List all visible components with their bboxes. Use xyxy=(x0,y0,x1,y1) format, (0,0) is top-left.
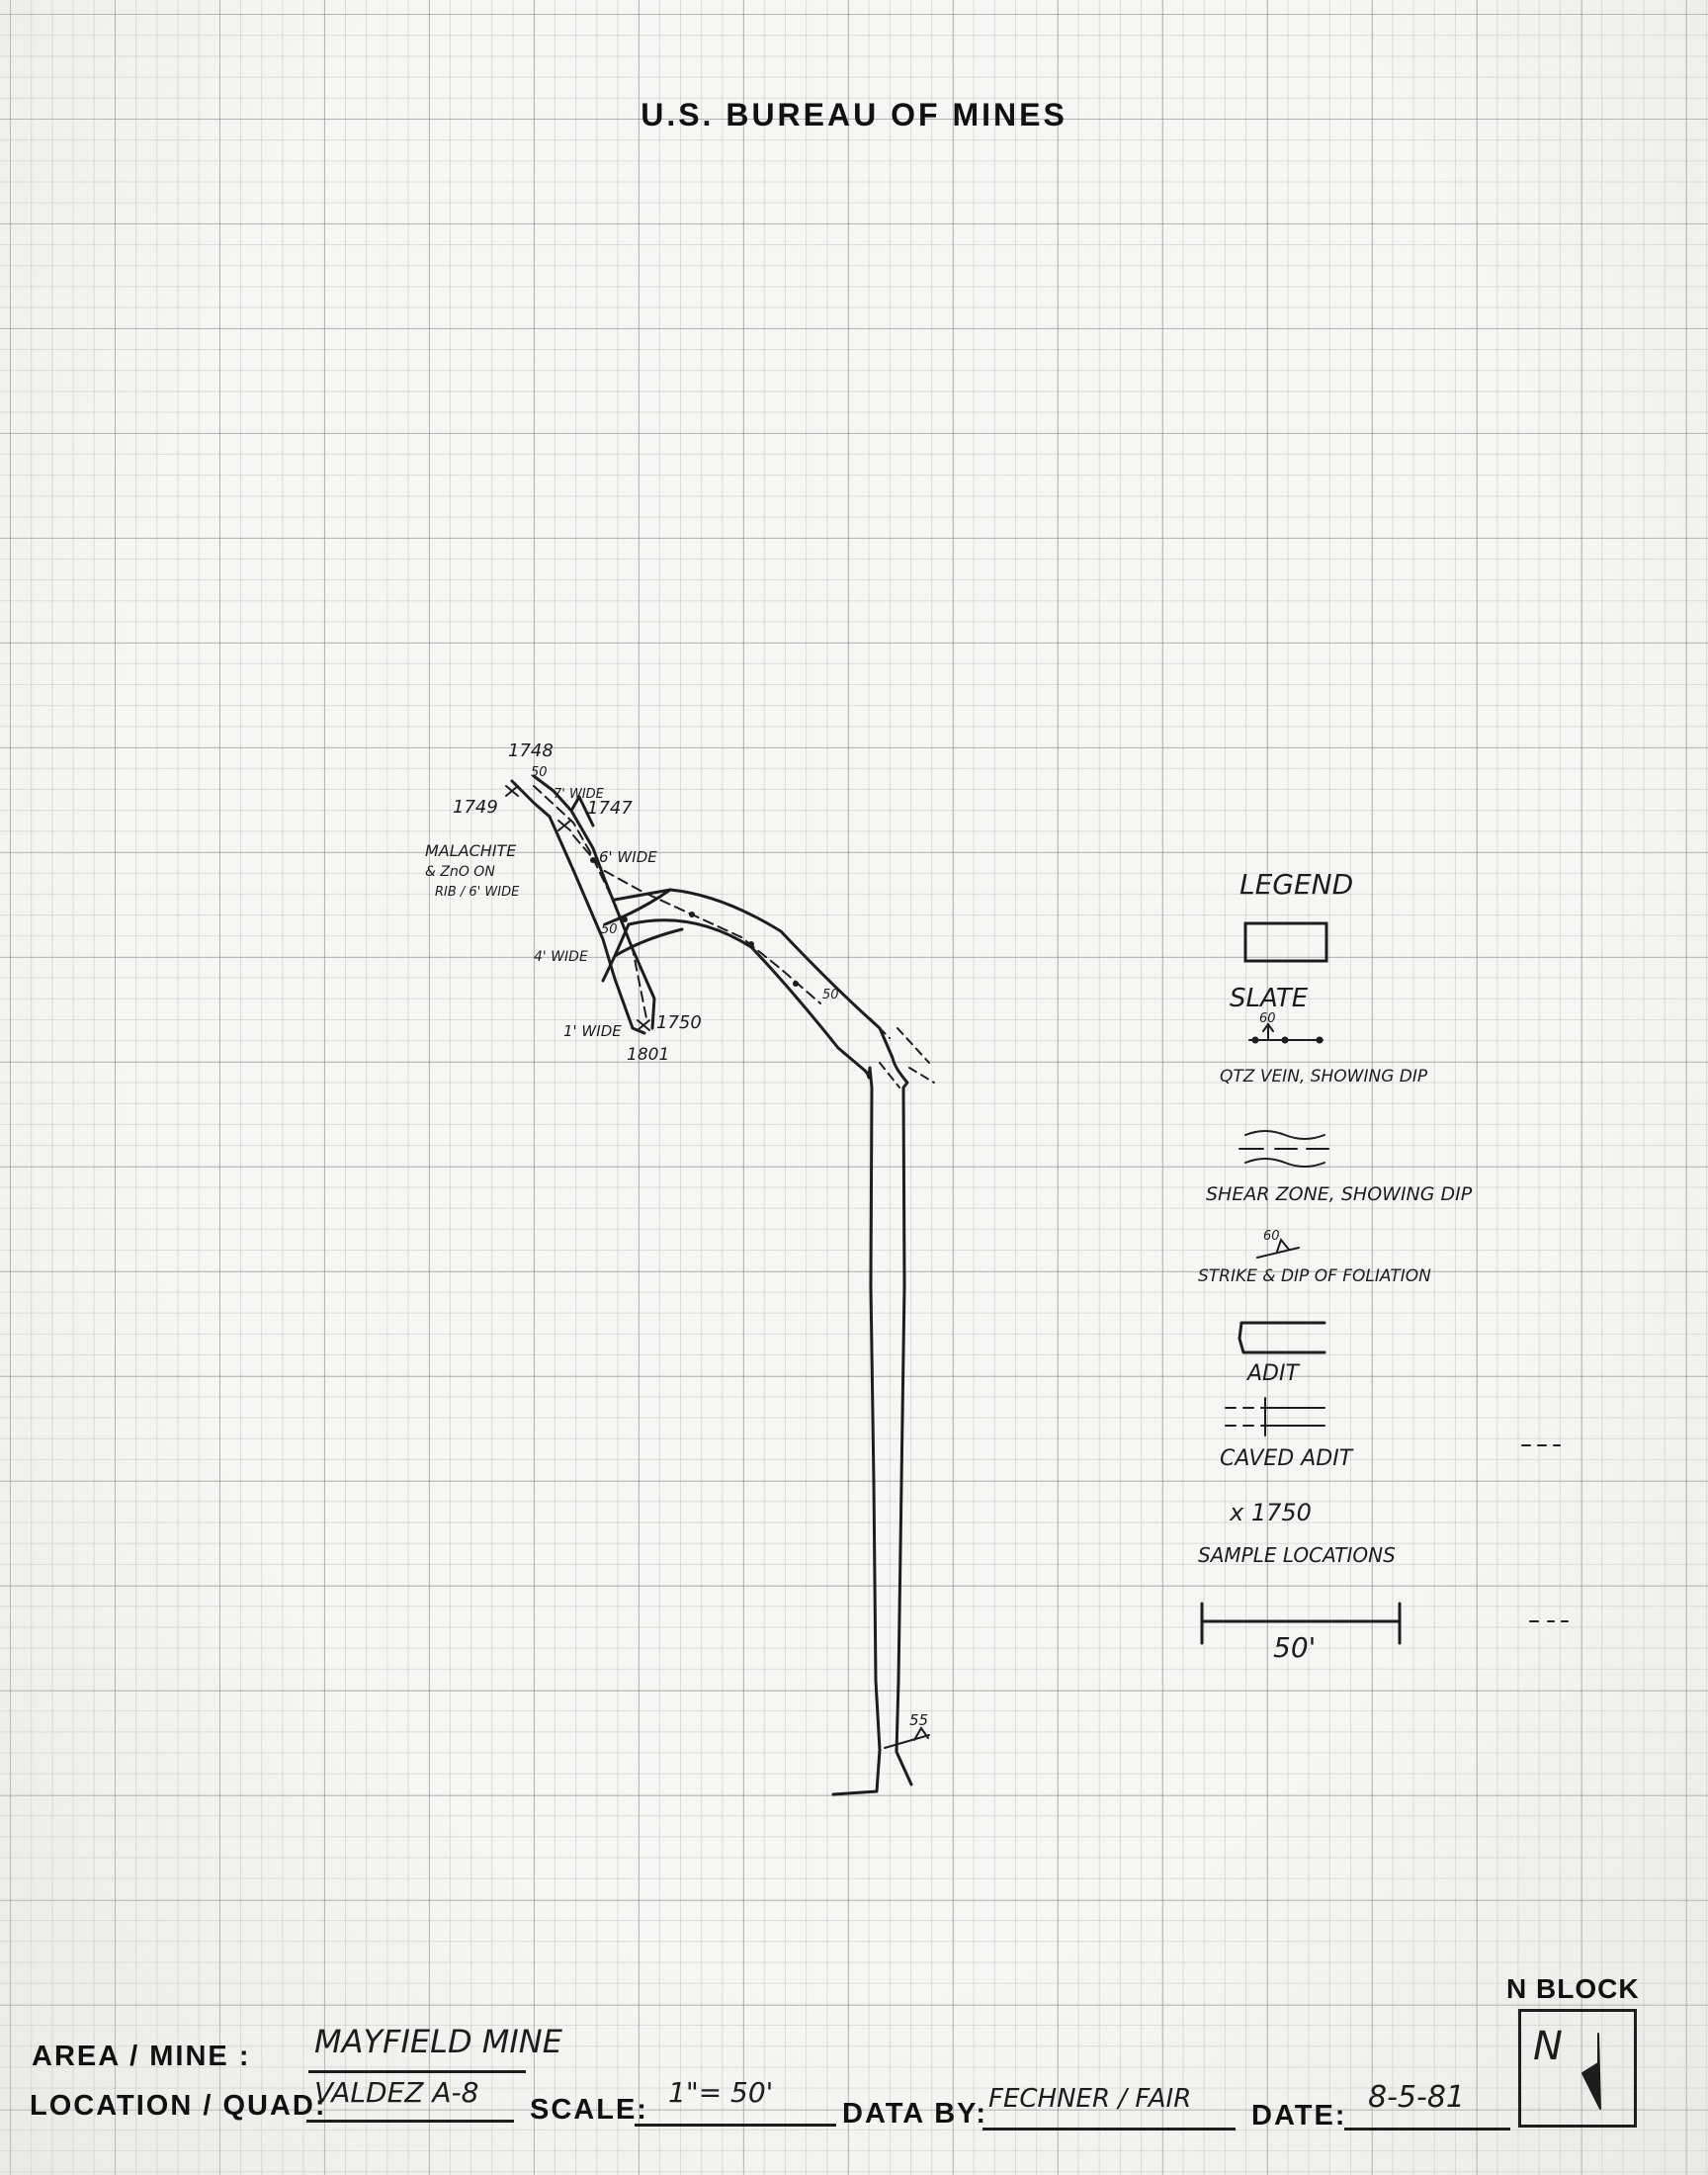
scale-underline xyxy=(635,2124,836,2127)
scale-label: SCALE: xyxy=(530,2094,648,2126)
legend-sample-label: SAMPLE LOCATIONS xyxy=(1198,1543,1396,1567)
width-label-6ft: 6' WIDE xyxy=(599,848,657,866)
legend: LEGEND SLATE 60 QTZ VEIN, SHOWING DIP SH… xyxy=(1198,868,1473,1664)
qtz-vein-trace xyxy=(533,785,821,1019)
legend-caved-adit-label: CAVED ADIT xyxy=(1220,1446,1354,1471)
north-letter: N xyxy=(1533,2024,1563,2069)
sample-label-1801: 1801 xyxy=(627,1045,669,1065)
legend-sample-example: x 1750 xyxy=(1229,1499,1312,1526)
date-value: 8-5-81 xyxy=(1368,2080,1465,2115)
scale-bar-label: 50' xyxy=(1273,1631,1316,1664)
dip-value-3: 50 xyxy=(822,988,839,1002)
north-arrow-icon xyxy=(1581,2033,1601,2110)
legend-foliation-dip: 60 xyxy=(1263,1229,1280,1244)
n-block-label: N BLOCK xyxy=(1506,1973,1640,2004)
date-underline xyxy=(1344,2128,1510,2131)
scale-value: 1"= 50' xyxy=(668,2076,774,2109)
data-by-label: DATA BY: xyxy=(842,2098,988,2130)
annotation-line-2: & ZnO ON xyxy=(425,864,495,880)
location-quad-underline xyxy=(306,2120,514,2123)
branch-west-wall xyxy=(548,815,646,1035)
sample-label-1747: 1747 xyxy=(587,798,633,819)
sample-label-1748: 1748 xyxy=(508,740,554,761)
legend-qtz-dip: 60 xyxy=(1259,1011,1276,1026)
north-arrow-box: N xyxy=(1518,2009,1637,2128)
adit-wall-east xyxy=(613,888,913,1786)
legend-slate-swatch xyxy=(1243,921,1328,963)
adit-wall-west xyxy=(601,918,882,1796)
data-by-underline xyxy=(982,2128,1236,2131)
upper-workings-wall xyxy=(510,774,595,827)
width-label-7ft: 7' WIDE xyxy=(554,787,605,802)
sample-label-1749: 1749 xyxy=(453,797,498,818)
legend-caved-adit-symbol xyxy=(1225,1397,1325,1436)
legend-adit-label: ADIT xyxy=(1245,1361,1300,1386)
legend-qtz-symbol xyxy=(1248,1022,1324,1044)
legend-slate-label: SLATE xyxy=(1230,984,1309,1013)
sample-label-1750: 1750 xyxy=(656,1012,702,1033)
crosscut-wall xyxy=(603,888,684,958)
legend-shear-symbol xyxy=(1238,1130,1329,1168)
width-label-4ft: 4' WIDE xyxy=(534,949,588,965)
location-quad-value: VALDEZ A-8 xyxy=(314,2076,479,2109)
area-mine-underline xyxy=(308,2070,526,2073)
page-title: U.S. BUREAU OF MINES xyxy=(640,97,1068,132)
data-by-value: FECHNER / FAIR xyxy=(988,2084,1192,2114)
legend-foliation-symbol xyxy=(1256,1237,1300,1259)
area-mine-label: AREA / MINE : xyxy=(32,2041,251,2072)
branch-east-wall xyxy=(569,809,656,1030)
legend-shear-label: SHEAR ZONE, SHOWING DIP xyxy=(1206,1183,1473,1205)
annotation-line-1: MALACHITE xyxy=(425,841,517,860)
area-mine-value: MAYFIELD MINE xyxy=(314,2023,562,2060)
location-quad-label: LOCATION / QUAD: xyxy=(30,2090,327,2122)
dip-value-1: 50 xyxy=(531,765,548,780)
legend-title: LEGEND xyxy=(1239,868,1353,901)
foliation-dip-symbol xyxy=(884,1726,930,1749)
sample-marks xyxy=(505,785,650,1031)
legend-qtz-label: QTZ VEIN, SHOWING DIP xyxy=(1220,1067,1428,1087)
dip-value-4: 55 xyxy=(909,1711,928,1729)
legend-adit-symbol xyxy=(1238,1321,1326,1354)
scale-bar xyxy=(1200,1602,1402,1645)
width-label-1ft: 1' WIDE xyxy=(563,1022,622,1040)
date-label: DATE: xyxy=(1251,2100,1347,2132)
annotation-line-3: RIB / 6' WIDE xyxy=(435,885,520,900)
caved-adit-mark xyxy=(869,1017,935,1088)
dip-value-2: 50 xyxy=(601,922,618,937)
legend-foliation-label: STRIKE & DIP OF FOLIATION xyxy=(1198,1266,1431,1286)
